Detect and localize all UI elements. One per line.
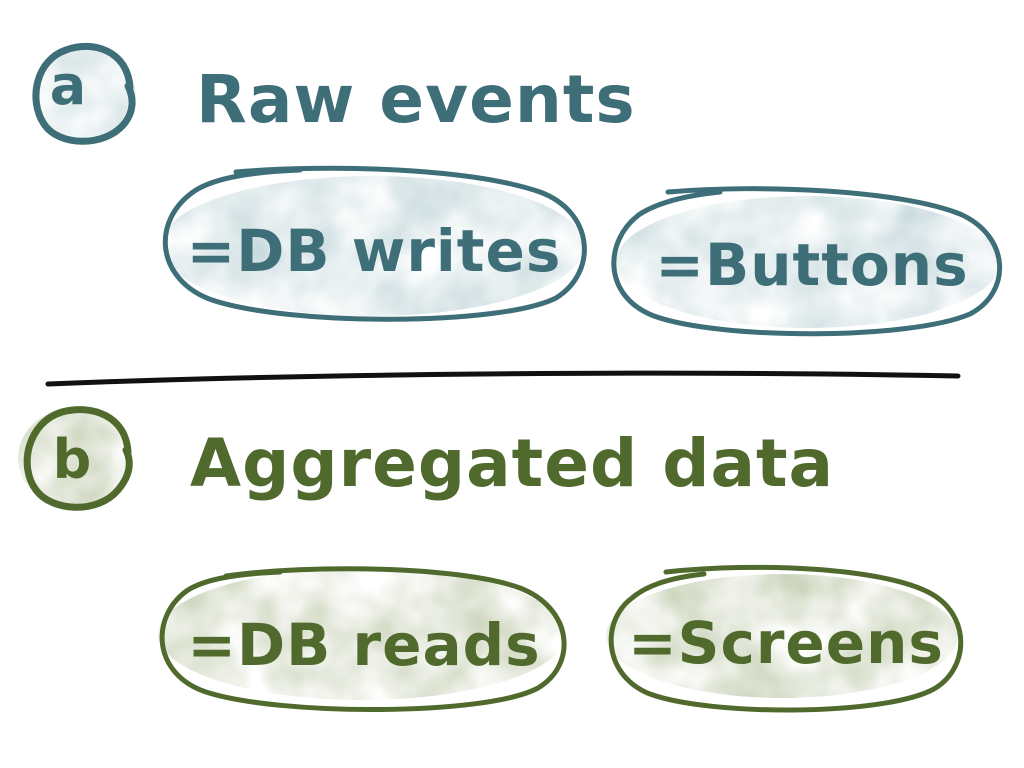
section-a-title: Raw events xyxy=(196,61,636,138)
pill-buttons-outline xyxy=(611,186,1003,337)
pill-db-reads: =DB reads xyxy=(158,566,567,713)
pill-db-writes-label: =DB writes xyxy=(187,217,562,285)
pill-buttons: =Buttons xyxy=(611,186,1003,337)
section-a: a Raw events =DB writes =Buttons xyxy=(32,42,1003,337)
badge-a-label: a xyxy=(50,54,86,117)
badge-b: b xyxy=(18,406,133,511)
badge-b-circle xyxy=(23,406,133,511)
pill-screens-outline xyxy=(608,564,964,713)
badge-a: a xyxy=(32,42,136,145)
pill-db-writes-outline xyxy=(162,165,587,322)
badge-b-label: b xyxy=(53,428,92,491)
pill-db-writes: =DB writes xyxy=(160,165,587,322)
pill-db-reads-label: =DB reads xyxy=(187,611,540,679)
pill-screens-label: =Screens xyxy=(628,609,944,677)
section-b-title: Aggregated data xyxy=(190,425,834,502)
pill-buttons-label: =Buttons xyxy=(655,231,968,299)
pill-db-reads-outline xyxy=(159,566,567,713)
badge-a-circle xyxy=(32,42,136,145)
section-divider xyxy=(45,370,961,387)
section-b: b Aggregated data =DB reads =Screens xyxy=(18,406,964,713)
pill-screens: =Screens xyxy=(606,564,964,713)
